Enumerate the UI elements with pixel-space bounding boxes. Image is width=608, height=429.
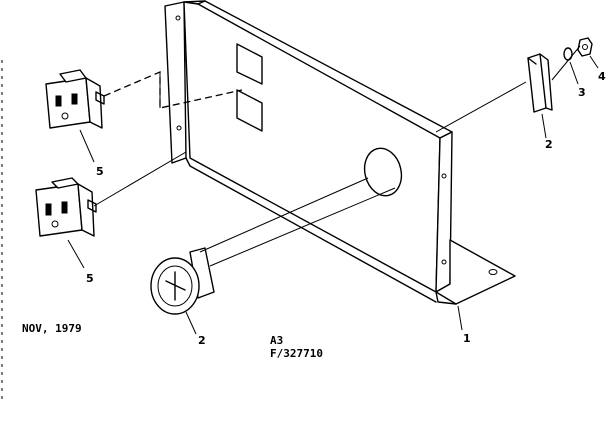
- callout-leaders: [67, 55, 599, 335]
- figure-code: A3: [270, 334, 283, 347]
- washer: [563, 47, 573, 61]
- callout-meter: 2: [198, 334, 206, 347]
- assembly-lines: [93, 45, 581, 267]
- callout-nut: 4: [598, 70, 606, 83]
- nut: [577, 37, 593, 57]
- receptacle-lower: [35, 177, 97, 237]
- callout-bracket: 2: [545, 138, 553, 151]
- callout-washer: 3: [578, 86, 586, 99]
- callout-panel: 1: [463, 332, 471, 345]
- control-panel-bracket: [164, 0, 516, 305]
- meter-gauge: [150, 247, 215, 315]
- date-caption: NOV, 1979: [22, 322, 82, 335]
- receptacle-upper: [45, 69, 105, 129]
- mounting-bracket: [527, 53, 553, 113]
- part-number: F/327710: [270, 347, 323, 360]
- callout-receptacle-lower: 5: [86, 272, 94, 285]
- callout-receptacle-upper: 5: [96, 165, 104, 178]
